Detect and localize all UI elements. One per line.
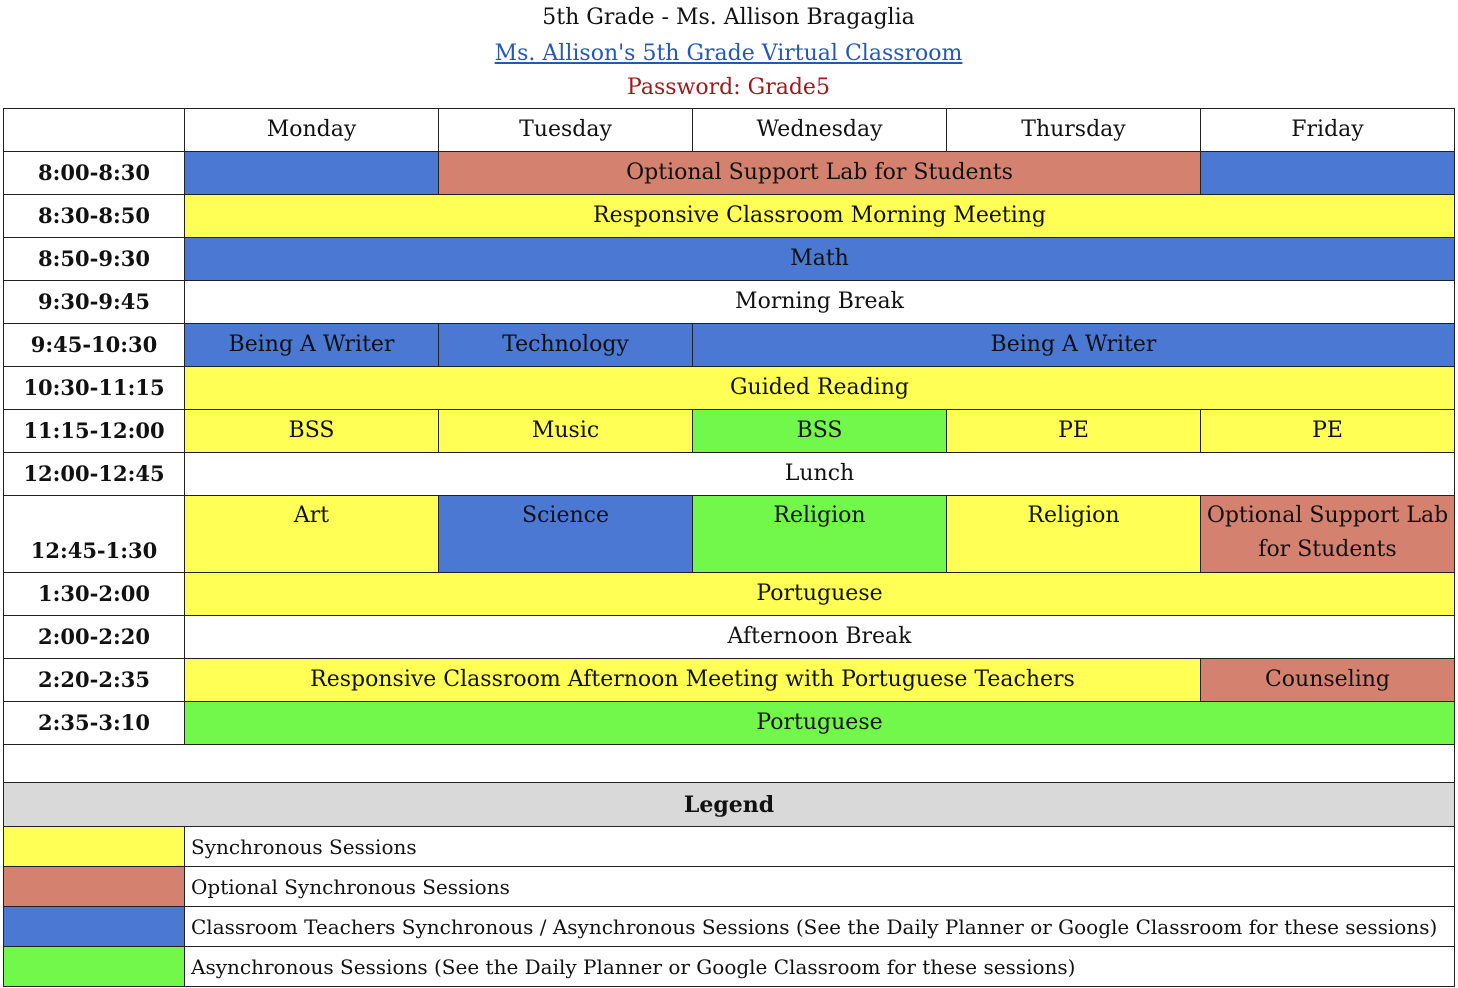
schedule-cell: Responsive Classroom Morning Meeting bbox=[184, 194, 1455, 238]
time-cell: 8:30-8:50 bbox=[3, 194, 185, 238]
schedule-cell: Responsive Classroom Afternoon Meeting w… bbox=[184, 658, 1201, 702]
spacer-row bbox=[3, 744, 1455, 783]
legend-label: Synchronous Sessions bbox=[184, 826, 1455, 867]
legend-label: Optional Synchronous Sessions bbox=[184, 866, 1455, 907]
time-cell: 9:45-10:30 bbox=[3, 323, 185, 367]
schedule-cell: Being A Writer bbox=[692, 323, 1455, 367]
legend-label: Asynchronous Sessions (See the Daily Pla… bbox=[184, 946, 1455, 987]
time-cell: 8:00-8:30 bbox=[3, 151, 185, 195]
schedule-cell: Religion bbox=[946, 495, 1201, 573]
schedule-cell bbox=[184, 151, 439, 195]
page-title: 5th Grade - Ms. Allison Bragaglia bbox=[542, 5, 915, 30]
schedule-cell: Afternoon Break bbox=[184, 615, 1455, 659]
legend-swatch bbox=[3, 826, 185, 867]
day-header-tuesday: Tuesday bbox=[438, 108, 693, 152]
schedule-cell: Portuguese bbox=[184, 572, 1455, 616]
schedule-cell: Portuguese bbox=[184, 701, 1455, 745]
schedule-cell: Art bbox=[184, 495, 439, 573]
schedule-cell: PE bbox=[946, 409, 1201, 453]
corner-cell bbox=[3, 108, 185, 152]
time-cell: 2:20-2:35 bbox=[3, 658, 185, 702]
schedule-cell: Counseling bbox=[1200, 658, 1455, 702]
legend-title: Legend bbox=[3, 782, 1455, 827]
time-cell: 12:00-12:45 bbox=[3, 452, 185, 496]
schedule-cell: Music bbox=[438, 409, 693, 453]
day-header-wednesday: Wednesday bbox=[692, 108, 947, 152]
password-text: Password: Grade5 bbox=[627, 75, 830, 100]
schedule-cell: Guided Reading bbox=[184, 366, 1455, 410]
schedule-cell: Religion bbox=[692, 495, 947, 573]
time-cell: 8:50-9:30 bbox=[3, 237, 185, 281]
time-cell: 10:30-11:15 bbox=[3, 366, 185, 410]
schedule-cell: Morning Break bbox=[184, 280, 1455, 324]
schedule-cell: BSS bbox=[184, 409, 439, 453]
time-cell: 2:00-2:20 bbox=[3, 615, 185, 659]
classroom-link[interactable]: Ms. Allison's 5th Grade Virtual Classroo… bbox=[494, 41, 963, 66]
schedule-cell: Science bbox=[438, 495, 693, 573]
legend-swatch bbox=[3, 946, 185, 987]
schedule-cell: Being A Writer bbox=[184, 323, 439, 367]
schedule-cell: Math bbox=[184, 237, 1455, 281]
day-header-thursday: Thursday bbox=[946, 108, 1201, 152]
legend-label: Classroom Teachers Synchronous / Asynchr… bbox=[184, 906, 1455, 947]
schedule-cell: PE bbox=[1200, 409, 1455, 453]
time-cell: 2:35-3:10 bbox=[3, 701, 185, 745]
day-header-friday: Friday bbox=[1200, 108, 1455, 152]
time-cell: 9:30-9:45 bbox=[3, 280, 185, 324]
schedule-cell: Technology bbox=[438, 323, 693, 367]
schedule-cell: Lunch bbox=[184, 452, 1455, 496]
day-header-monday: Monday bbox=[184, 108, 439, 152]
time-cell: 1:30-2:00 bbox=[3, 572, 185, 616]
schedule-cell bbox=[1200, 151, 1455, 195]
legend-swatch bbox=[3, 906, 185, 947]
schedule-cell: Optional Support Lab for Students bbox=[1200, 495, 1455, 573]
time-cell: 12:45-1:30 bbox=[3, 495, 185, 573]
time-cell: 11:15-12:00 bbox=[3, 409, 185, 453]
schedule-cell: Optional Support Lab for Students bbox=[438, 151, 1201, 195]
schedule-cell: BSS bbox=[692, 409, 947, 453]
legend-swatch bbox=[3, 866, 185, 907]
